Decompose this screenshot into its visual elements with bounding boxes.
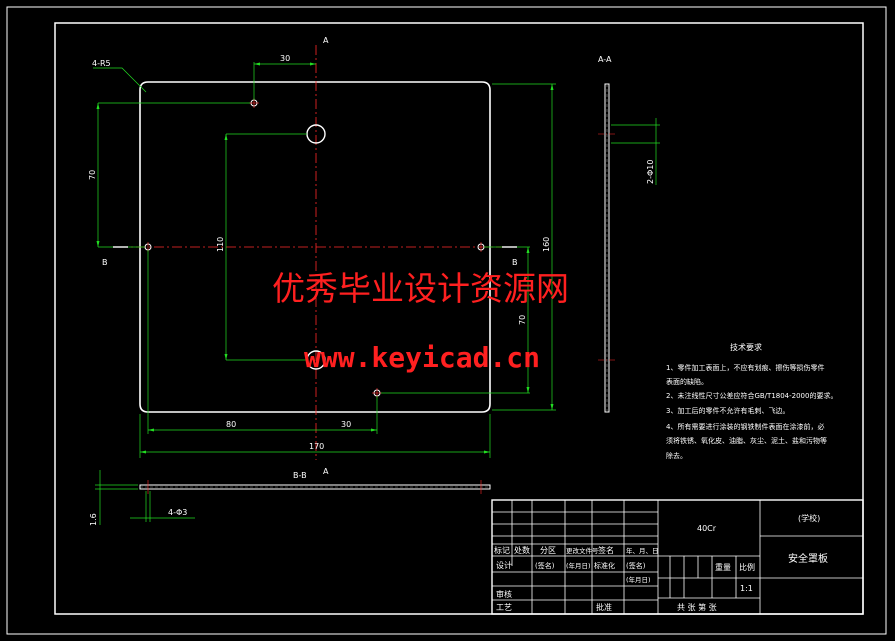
tech-req-line-3: 2、未注线性尺寸公差应符合GB/T1804-2000的要求。: [666, 391, 837, 400]
tb-scale-value: 1:1: [740, 584, 753, 593]
dim-inner-vertical: 110: [216, 237, 225, 252]
title-block-frame: [491, 499, 864, 615]
tech-req-line-4: 3、加工后的零件不允许有毛刺、飞边。: [666, 406, 789, 415]
tech-req-line-7: 除去。: [666, 451, 687, 460]
tb-design-date2: (年月日): [626, 575, 651, 584]
section-view-aa: A-A 2-Φ10: [598, 55, 660, 413]
tb-header-mark: 标记: [494, 545, 510, 555]
dim-left-vertical: 70: [88, 170, 97, 180]
dim-right-overall: 160: [542, 237, 551, 252]
section-view-bb: B-B 1.6 4-Φ3: [89, 470, 491, 526]
tb-header-doc: 更改文件号: [566, 546, 599, 555]
section-mark-a-top: A: [323, 36, 329, 45]
tb-sheet-info: 共 张 第 张: [677, 602, 717, 612]
section-mark-b-left: B: [102, 258, 108, 267]
tech-req-line-1: 1、零件加工表面上，不应有划痕、擦伤等损伤零件: [666, 363, 824, 372]
tb-design-sign2: (签名): [626, 561, 646, 570]
tb-header-count: 处数: [514, 545, 530, 555]
watermark: 优秀毕业设计资源网 www.keyicad.cn: [272, 269, 569, 374]
tech-req-line-5: 4、所有需要进行涂装的钢铁制件表面在涂漆前，必: [666, 422, 824, 431]
tech-req-title: 技术要求: [730, 342, 762, 352]
section-mark-b-right: B: [512, 258, 518, 267]
tb-approve: 批准: [596, 602, 612, 612]
title-block: 标记 处数 分区 更改文件号 签名 年、月、日 设计 (签名) (年月日) 标准…: [491, 499, 864, 615]
tb-material: 40Cr: [697, 524, 717, 533]
tb-process: 工艺: [496, 603, 512, 612]
tb-design-std: 标准化: [594, 561, 615, 570]
dimension-arrows: [96, 62, 554, 454]
tb-part-name: 安全罩板: [788, 552, 828, 565]
tb-header-zone: 分区: [540, 546, 556, 555]
plate-front-view: 4-R5 30 70 110 70 160 80 30 170 A A B B: [88, 36, 556, 476]
plate-outline: [139, 81, 491, 413]
tb-design-sign: (签名): [535, 561, 555, 570]
tb-review: 审核: [496, 589, 512, 599]
tb-school: (学校): [798, 513, 820, 523]
outer-frame: [6, 6, 887, 635]
tb-header-date: 年、月、日: [626, 546, 659, 555]
dim-overall-width: 170: [309, 442, 324, 451]
dim-top-offset: 30: [280, 54, 290, 63]
tb-scale-label: 比例: [739, 562, 755, 572]
tb-design-date: (年月日): [566, 561, 591, 570]
tb-header-sign: 签名: [598, 545, 614, 555]
tech-req-line-2: 表面的缺陷。: [666, 377, 708, 386]
dim-small-holes: 4-Φ3: [168, 508, 187, 517]
dim-thickness: 1.6: [89, 513, 98, 526]
section-label-aa: A-A: [598, 55, 612, 64]
dim-radius: 4-R5: [92, 59, 111, 68]
technical-requirements: 技术要求 1、零件加工表面上，不应有划痕、擦伤等损伤零件 表面的缺陷。 2、未注…: [666, 342, 837, 460]
watermark-url: www.keyicad.cn: [304, 341, 540, 374]
tb-weight-label: 重量: [715, 562, 731, 572]
dim-right-lower: 70: [518, 315, 527, 325]
section-label-bb: B-B: [293, 471, 307, 480]
dimension-lines: [93, 62, 556, 458]
dim-bottom-left: 80: [226, 420, 236, 429]
tech-req-line-6: 须将铁锈、氧化皮、油脂、灰尘、泥土、盐和污物等: [666, 436, 827, 445]
watermark-cn: 优秀毕业设计资源网: [272, 269, 569, 308]
inner-frame: [54, 22, 864, 615]
section-mark-a-bottom: A: [323, 467, 329, 476]
tb-design-role: 设计: [496, 560, 512, 570]
dim-hole-diameter: 2-Φ10: [646, 160, 655, 184]
dim-bottom-mid: 30: [341, 420, 351, 429]
